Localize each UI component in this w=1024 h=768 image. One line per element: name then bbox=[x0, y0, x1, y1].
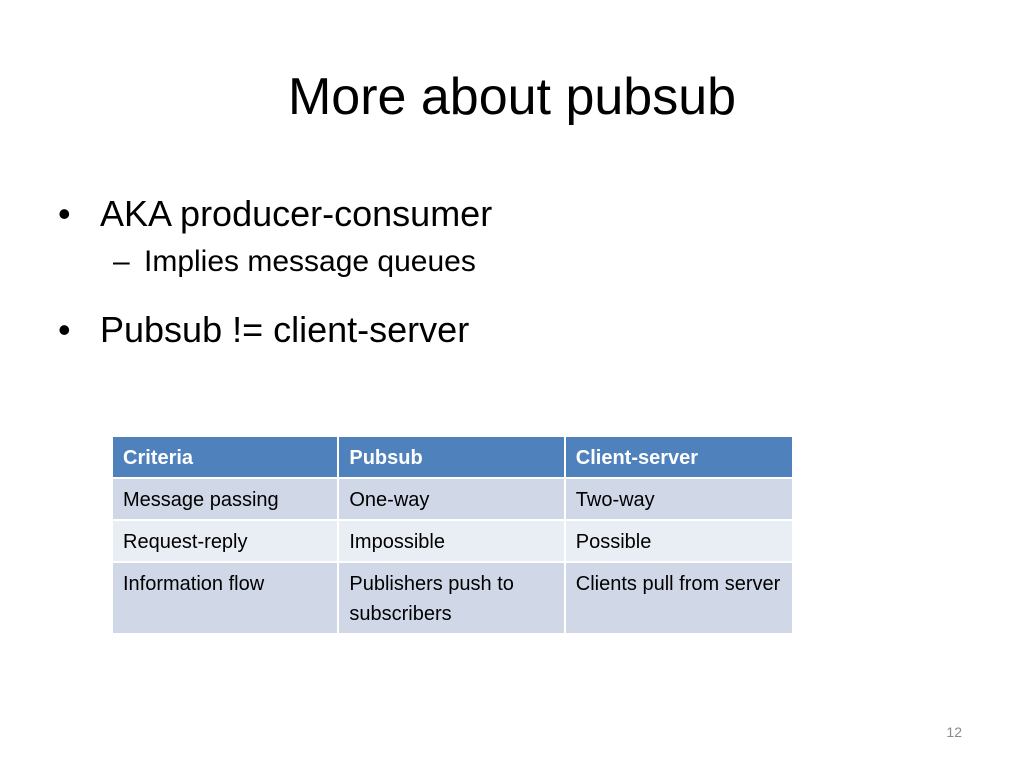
table-cell: Request-reply bbox=[110, 519, 340, 563]
table-header-row: Criteria Pubsub Client-server bbox=[110, 435, 795, 479]
table-cell: Clients pull from server bbox=[563, 561, 795, 635]
table-header-cell: Pubsub bbox=[337, 435, 566, 479]
sub-bullet-glyph: – bbox=[113, 245, 130, 278]
bullet-text: AKA producer-consumer bbox=[100, 193, 493, 234]
table-cell: Possible bbox=[563, 519, 795, 563]
sub-bullet-text: Implies message queues bbox=[144, 245, 476, 278]
table-row: Information flow Publishers push to subs… bbox=[110, 561, 795, 635]
bullet-item: • AKA producer-consumer bbox=[58, 186, 958, 242]
slide-title: More about pubsub bbox=[287, 68, 737, 126]
table-cell: Two-way bbox=[563, 477, 795, 521]
table-cell: Publishers push to subscribers bbox=[337, 561, 566, 635]
bullet-item: • Pubsub != client-server bbox=[58, 302, 958, 358]
table-cell: Impossible bbox=[337, 519, 566, 563]
bullet-glyph: • bbox=[58, 309, 71, 350]
table-cell: One-way bbox=[337, 477, 566, 521]
bullet-text: Pubsub != client-server bbox=[100, 309, 470, 350]
page-number: 12 bbox=[946, 724, 962, 740]
bullet-glyph: • bbox=[58, 193, 71, 234]
table-header-cell: Client-server bbox=[563, 435, 795, 479]
table-row: Request-reply Impossible Possible bbox=[110, 519, 795, 563]
table-cell: Information flow bbox=[110, 561, 340, 635]
comparison-table: Criteria Pubsub Client-server Message pa… bbox=[110, 435, 795, 635]
table-row: Message passing One-way Two-way bbox=[110, 477, 795, 521]
bullet-list: • AKA producer-consumer – Implies messag… bbox=[58, 186, 958, 358]
table-header-cell: Criteria bbox=[110, 435, 340, 479]
sub-bullet-item: – Implies message queues bbox=[58, 242, 958, 282]
table-cell: Message passing bbox=[110, 477, 340, 521]
